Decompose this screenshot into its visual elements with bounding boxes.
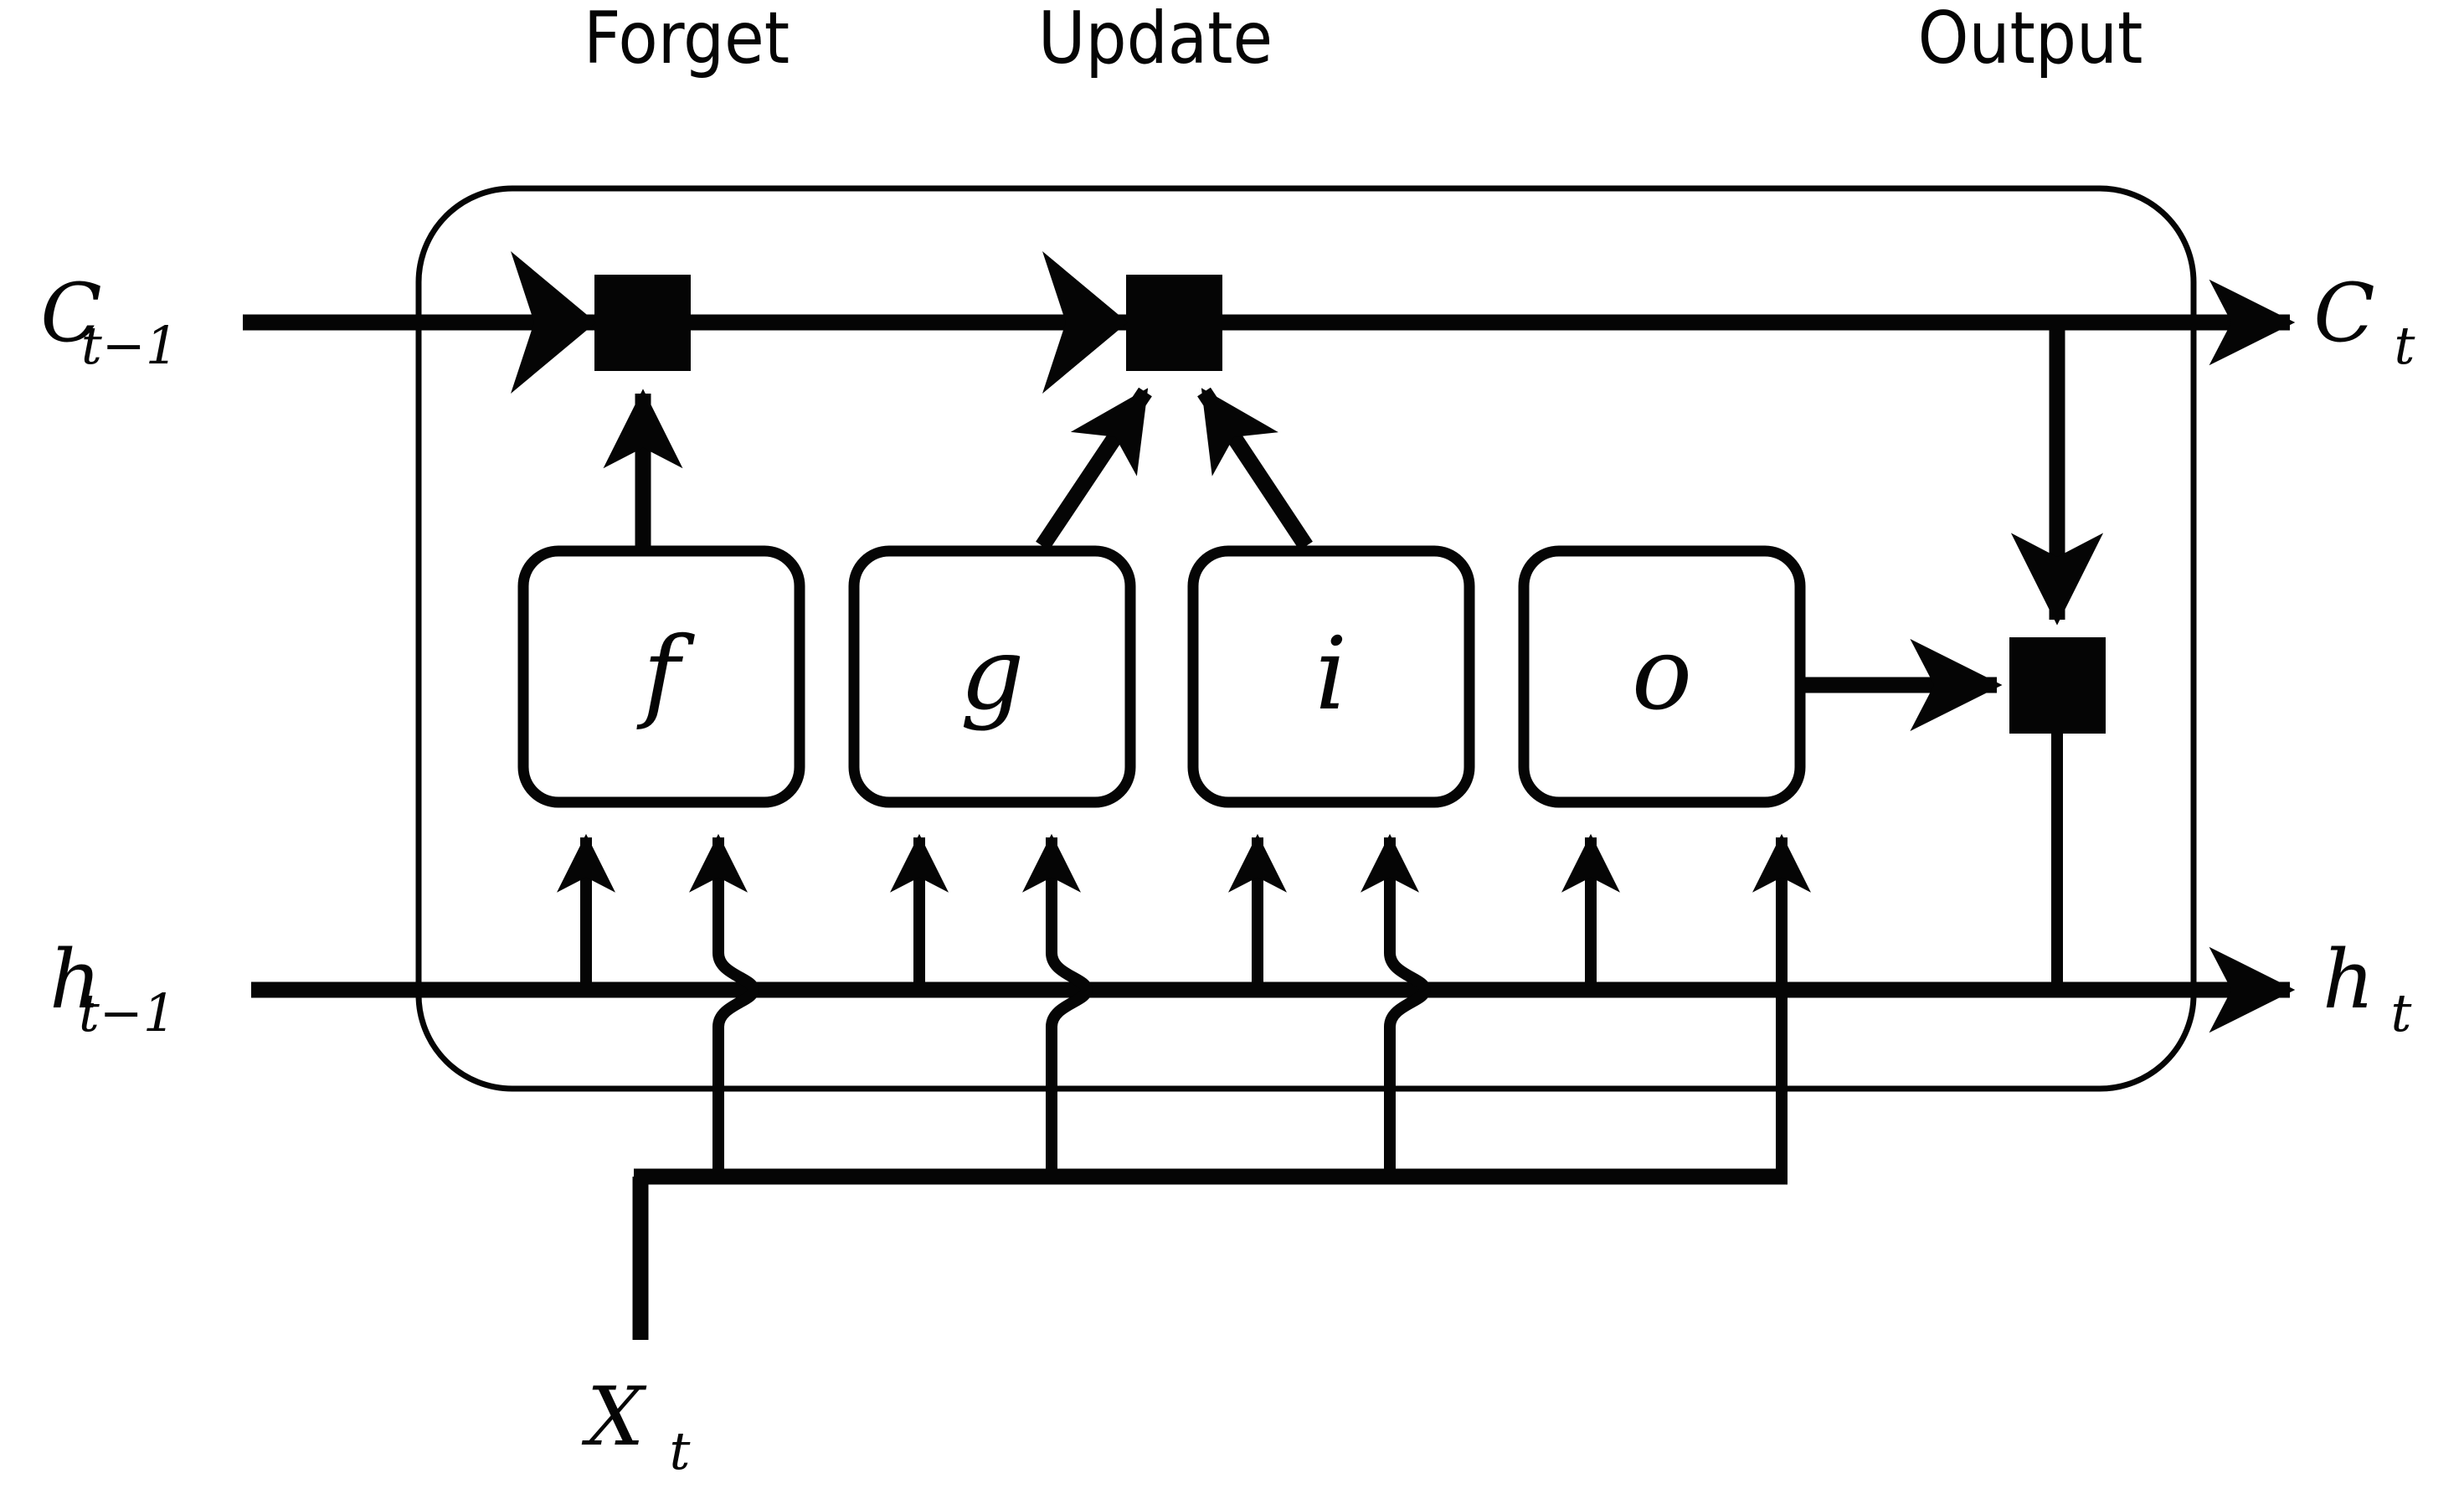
label-hidden-in: h t−1 [49,933,176,1043]
candidate-gate-box[interactable]: g [848,545,1136,808]
candidate-to-add-wire [1036,387,1152,551]
label-cell-state-in: C t−1 [40,266,178,376]
phase-label-update: Update [1038,0,1273,80]
forget-multiply-node [594,275,691,371]
hidden-in-subscript: t−1 [79,982,176,1043]
output-gate-letter: o [1632,616,1692,733]
forget-gate-input-feed [689,833,760,1177]
hidden-in-base: h [49,933,101,1027]
input-base: X [581,1370,647,1464]
output-multiply-node [2009,637,2106,734]
input-subscript: t [670,1420,691,1481]
candidate-gate-letter: g [960,616,1025,733]
update-add-node [1126,275,1222,371]
cell-state-in-base: C [40,266,101,360]
hidden-out-subscript: t [2391,982,2412,1043]
update-node-inbound-arrowhead [1042,251,1128,394]
cell-state-out-subscript: t [2395,315,2415,376]
label-input: X t [581,1370,691,1481]
input-gate-letter: i [1315,616,1347,733]
phase-label-forget: Forget [584,0,790,80]
output-gate-box[interactable]: o [1518,545,1806,808]
candidate-gate-input-feed [1022,833,1093,1177]
input-gate-box[interactable]: i [1187,545,1475,808]
forget-node-inbound-arrowhead [511,251,596,394]
cell-state-out-base: C [2313,266,2374,360]
phase-label-output: Output [1918,0,2143,80]
hidden-out-base: h [2323,933,2374,1027]
input-bus-wire [632,1168,1788,1340]
label-cell-state-out: C t [2313,266,2415,376]
label-hidden-out: h t [2323,933,2411,1043]
lstm-cell-boundary [415,185,2197,1092]
cell-state-in-subscript: t−1 [81,315,178,376]
input-gate-to-add-wire [1197,387,1313,551]
forget-gate-box[interactable]: f [517,545,805,808]
input-gate-input-feed [1361,833,1432,1177]
